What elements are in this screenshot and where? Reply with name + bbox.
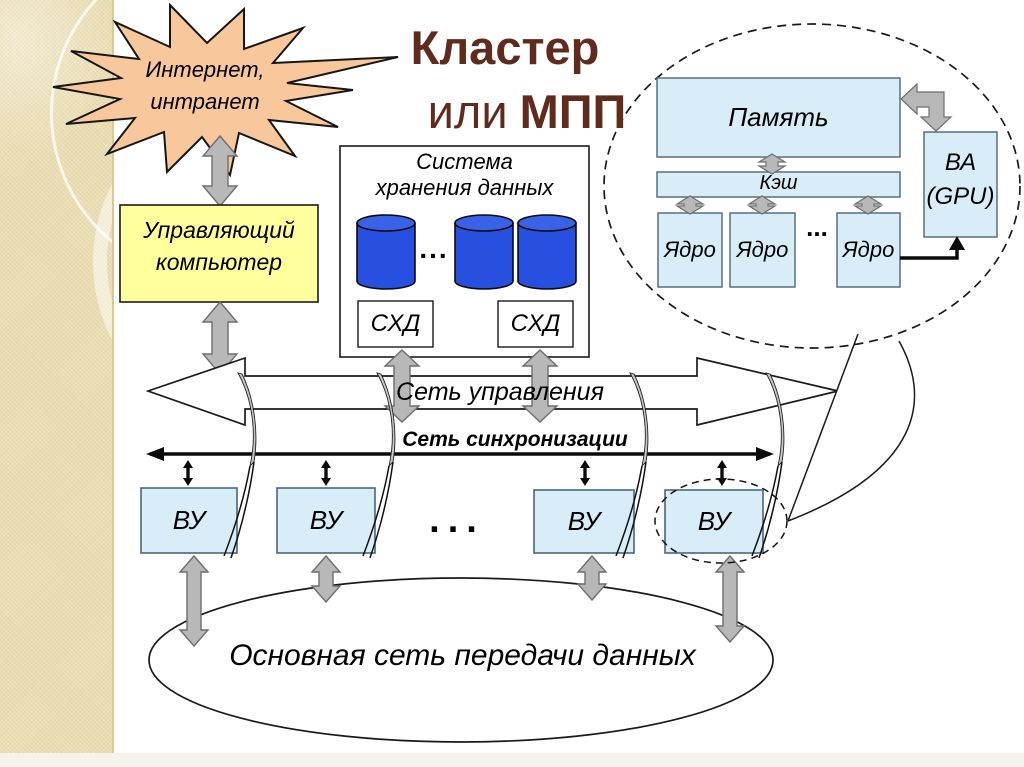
arrow-schd1-to-network — [383, 349, 421, 423]
disk-cylinder-icon — [356, 214, 416, 290]
schd-box — [357, 300, 434, 348]
memory-box — [656, 77, 901, 158]
slide-title-or: или — [427, 84, 508, 138]
vu-box — [533, 489, 635, 554]
crossover-crescent — [362, 372, 396, 559]
core-box — [657, 212, 723, 288]
vu-box — [664, 489, 764, 554]
cache-box — [656, 171, 901, 198]
arrow-vu-to-main-network — [178, 554, 746, 648]
crossover-crescent — [751, 372, 785, 559]
crossover-crescent — [223, 372, 257, 559]
vu-box — [276, 487, 376, 554]
arrow-core-accelerator — [900, 236, 965, 260]
callout-tail — [788, 334, 915, 521]
vu-box — [140, 487, 238, 554]
arrow-cache-core — [674, 195, 884, 215]
sync-network-line — [146, 447, 774, 461]
disk-cylinder-icon — [517, 214, 577, 290]
arrow-sync-to-vu — [183, 460, 727, 486]
core-box — [836, 212, 901, 288]
crossover-crescent — [615, 372, 649, 559]
arrow-schd2-to-network — [521, 349, 559, 423]
main-network-ellipse — [148, 577, 774, 743]
control-computer-box — [119, 204, 319, 303]
vu-highlight-dashed-circle — [654, 478, 788, 564]
callout-tail-edge — [787, 333, 859, 522]
bottom-band — [0, 753, 1024, 767]
arrow-memory-cache — [756, 153, 788, 175]
slide-title-line2: или МПП — [382, 82, 672, 140]
core-box — [729, 212, 796, 288]
arrow-memory-accelerator — [900, 82, 953, 132]
disk-cylinder-icon — [454, 214, 514, 290]
slide-title-line1: Кластер — [410, 20, 600, 74]
slide-title-mpp: МПП — [519, 84, 627, 138]
accelerator-box — [923, 131, 998, 238]
internet-starburst-shape — [52, 2, 399, 178]
schd-box — [497, 300, 574, 348]
callout-tail-edge — [787, 340, 916, 522]
left-decoration-strip — [0, 0, 114, 753]
